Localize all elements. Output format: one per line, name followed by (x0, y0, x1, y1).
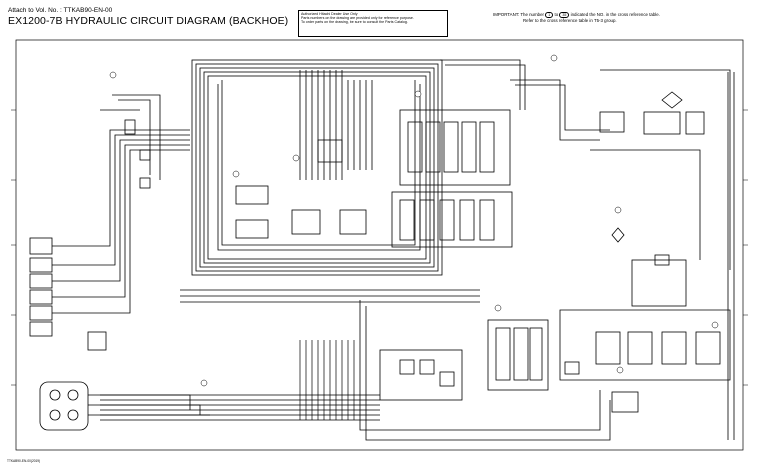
important-suffix: indicated the NO. in the cross reference… (570, 12, 660, 17)
bottom-center-group (359, 300, 611, 441)
upper-right-pipes (440, 59, 610, 141)
diagram-title: EX1200-7B HYDRAULIC CIRCUIT DIAGRAM (BAC… (8, 15, 289, 27)
important-line-2: Refer to the cross reference table in T5… (523, 18, 617, 23)
center-control-valves (235, 139, 367, 239)
reference-circles (109, 54, 719, 387)
upper-right-components (590, 69, 731, 270)
right-lower-actuators (559, 254, 731, 413)
ref-number-end: 35 (559, 12, 570, 18)
left-valve-blocks (29, 94, 190, 351)
notice-line-3: To order parts on the drawing, be sure t… (301, 20, 408, 25)
header: Attach to Vol. No. : TTKAB90-EN-00 EX120… (8, 7, 288, 27)
main-pipe-loops (191, 59, 443, 276)
notice-line-1: Authorized Hitachi Dealer Use Only (301, 12, 358, 16)
attach-line: Attach to Vol. No. : TTKAB90-EN-00 (8, 7, 113, 14)
pilot-valve-cluster (39, 381, 210, 431)
footer-ref-code: TTKAB90-EN-00(2019) (7, 459, 41, 463)
control-valve-bank-lower (391, 191, 513, 248)
notice-line-2: Parts numbers on the drawing are provide… (301, 16, 414, 21)
important-note: IMPORTANT: The number 1 to 35 indicated … (493, 12, 660, 24)
important-prefix: IMPORTANT: The number (493, 12, 544, 17)
control-valve-bank-upper (399, 109, 511, 186)
right-edge-pipes (727, 72, 735, 440)
frame-ticks (11, 109, 748, 386)
important-middle: to (554, 12, 559, 17)
bottom-pipe-bundle (100, 289, 480, 421)
ref-number-start: 1 (545, 12, 554, 18)
notice-box: Authorized Hitachi Dealer Use Only Parts… (298, 10, 448, 37)
